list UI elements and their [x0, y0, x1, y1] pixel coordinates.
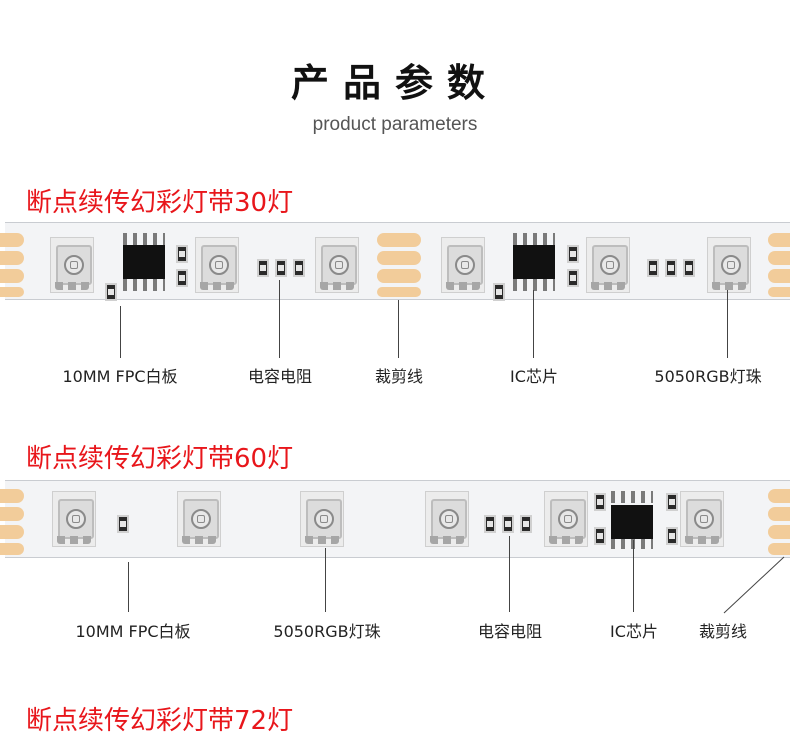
led-5050 — [52, 491, 96, 547]
resistor — [176, 269, 188, 287]
ic-chip — [513, 245, 555, 279]
page-title: 产品参数 — [290, 61, 499, 105]
led-5050 — [544, 491, 588, 547]
led-5050 — [177, 491, 221, 547]
solder-pad — [0, 543, 24, 555]
led-strip-60 — [0, 480, 790, 558]
resistor — [647, 259, 659, 277]
cut-line-leader — [723, 556, 785, 614]
led-5050 — [586, 237, 630, 293]
resistor — [567, 245, 579, 263]
led-5050 — [441, 237, 485, 293]
led-5050 — [195, 237, 239, 293]
led-5050 — [680, 491, 724, 547]
solder-pad — [0, 287, 24, 297]
solder-pad — [768, 269, 790, 283]
solder-pad — [0, 525, 24, 539]
resistor — [275, 259, 287, 277]
resistor — [683, 259, 695, 277]
resistor — [105, 283, 117, 301]
led-5050 — [300, 491, 344, 547]
label-ic: IC芯片 — [610, 622, 658, 641]
resistor — [502, 515, 514, 533]
solder-pad — [768, 489, 790, 503]
solder-pad — [377, 287, 421, 297]
solder-pad — [377, 251, 421, 265]
ic-chip-pins-top — [123, 233, 165, 245]
section-title-60: 断点续传幻彩灯带60灯 — [26, 444, 294, 474]
label-ic: IC芯片 — [510, 367, 558, 386]
resistor — [520, 515, 532, 533]
resistor — [594, 527, 606, 545]
label-cut-line: 裁剪线 — [374, 367, 424, 386]
led-5050 — [425, 491, 469, 547]
leader-line — [279, 280, 280, 358]
solder-pad — [377, 233, 421, 247]
ic-chip-pins-top — [611, 491, 653, 503]
label-resistor: 电容电阻 — [247, 367, 313, 386]
solder-pad — [0, 233, 24, 247]
resistor — [665, 259, 677, 277]
ic-chip-pins-bottom — [611, 539, 653, 549]
solder-pad — [768, 543, 790, 555]
label-cut-line: 裁剪线 — [698, 622, 748, 641]
section-title-72: 断点续传幻彩灯带72灯 — [26, 706, 294, 736]
solder-pad — [0, 251, 24, 265]
leader-line — [120, 306, 121, 358]
solder-pad — [0, 489, 24, 503]
resistor — [594, 493, 606, 511]
led-5050 — [707, 237, 751, 293]
resistor — [117, 515, 129, 533]
leader-line — [398, 300, 399, 358]
leader-line — [509, 536, 510, 612]
leader-line — [533, 290, 534, 358]
label-led: 5050RGB灯珠 — [273, 622, 381, 641]
ic-chip-pins-bottom — [123, 279, 165, 291]
led-strip-30 — [0, 222, 790, 301]
ic-chip-pins-top — [513, 233, 555, 245]
solder-pad — [768, 525, 790, 539]
leader-line — [128, 562, 129, 612]
ic-chip-pins-bottom — [513, 279, 555, 291]
ic-chip — [611, 505, 653, 539]
solder-pad — [768, 287, 790, 297]
ic-chip — [123, 245, 165, 279]
resistor — [666, 527, 678, 545]
resistor — [293, 259, 305, 277]
resistor — [666, 493, 678, 511]
leader-line — [325, 548, 326, 612]
leader-line — [633, 540, 634, 612]
solder-pad — [768, 233, 790, 247]
resistor — [567, 269, 579, 287]
section-title-30: 断点续传幻彩灯带30灯 — [26, 188, 294, 218]
label-led: 5050RGB灯珠 — [654, 367, 762, 386]
led-5050 — [315, 237, 359, 293]
resistor — [257, 259, 269, 277]
leader-line — [727, 290, 728, 358]
solder-pad — [0, 507, 24, 521]
label-resistor: 电容电阻 — [477, 622, 543, 641]
resistor — [484, 515, 496, 533]
label-board: 10MM FPC白板 — [62, 367, 178, 386]
resistor — [176, 245, 188, 263]
solder-pad — [377, 269, 421, 283]
label-board: 10MM FPC白板 — [75, 622, 191, 641]
solder-pad — [768, 251, 790, 265]
page-subtitle: product parameters — [312, 114, 478, 135]
resistor — [493, 283, 505, 301]
led-5050 — [50, 237, 94, 293]
solder-pad — [0, 269, 24, 283]
solder-pad — [768, 507, 790, 521]
